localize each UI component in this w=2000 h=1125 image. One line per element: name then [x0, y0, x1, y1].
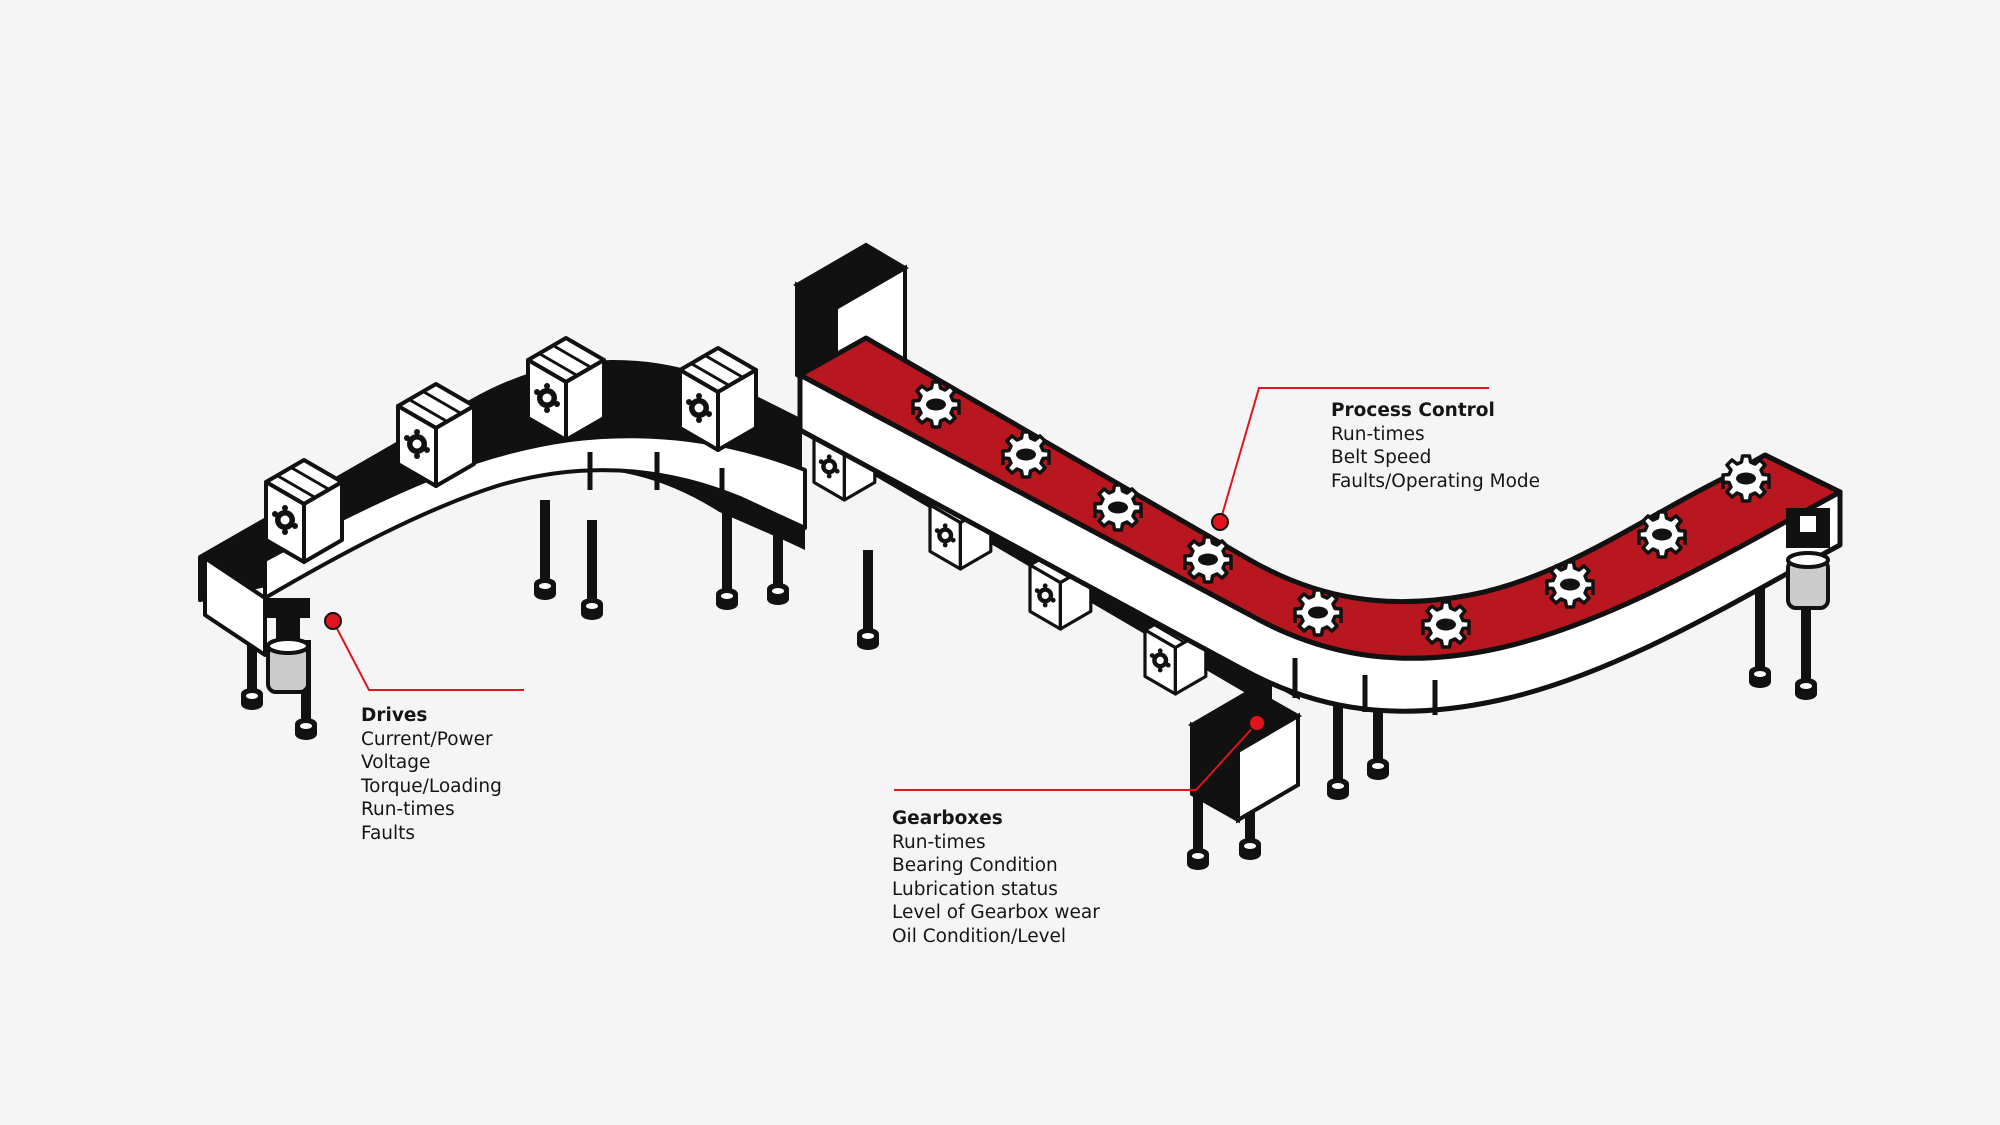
gearbox-block — [1187, 687, 1303, 824]
gear-box-icon — [678, 346, 758, 452]
gear-icon — [1637, 510, 1687, 559]
gear-icon — [911, 380, 961, 429]
marker-dot-icon — [1248, 714, 1266, 732]
marker-dot-icon — [1211, 513, 1229, 531]
callout-item: Faults — [361, 822, 416, 844]
drives-leader — [324, 612, 524, 691]
leg — [716, 510, 738, 610]
marker-dot-icon — [324, 612, 342, 630]
motor-icon — [266, 598, 310, 694]
gear-icon — [1545, 560, 1595, 609]
leg — [1327, 700, 1349, 800]
process-control-leader — [1211, 387, 1489, 531]
gear-box-icon — [526, 336, 606, 442]
callout-item: Run-times — [892, 831, 986, 853]
callout-item: Run-times — [1331, 423, 1425, 445]
process-control-callout: Process Control Run-times Belt Speed Fau… — [1331, 399, 1540, 493]
callout-title: Drives — [361, 705, 428, 726]
callout-title: Gearboxes — [892, 808, 1003, 829]
gear-box-icon — [264, 458, 344, 564]
leg — [1749, 588, 1771, 688]
gear-icon — [1183, 535, 1233, 584]
callout-item: Run-times — [361, 799, 455, 821]
gear-icon — [1421, 600, 1471, 649]
motor-icon — [1786, 508, 1830, 610]
lower-conveyor — [198, 360, 807, 657]
callout-item: Bearing Condition — [892, 855, 1058, 877]
gearboxes-leader — [894, 714, 1266, 791]
callout-item: Torque/Loading — [361, 775, 502, 797]
leg — [581, 520, 603, 620]
callout-item: Lubrication status — [892, 878, 1058, 900]
callout-item: Level of Gearbox wear — [892, 902, 1100, 924]
callout-item: Belt Speed — [1331, 447, 1432, 469]
callout-item: Voltage — [361, 752, 431, 774]
callout-item: Faults/Operating Mode — [1331, 470, 1541, 492]
callout-item: Current/Power — [361, 728, 493, 750]
callout-item: Oil Condition/Level — [892, 925, 1067, 947]
gearboxes-callout: Gearboxes Run-times Bearing Condition Lu… — [892, 807, 1100, 949]
gear-icon — [1001, 430, 1051, 479]
leg — [1795, 600, 1817, 700]
leg — [534, 500, 556, 600]
gear-icon — [1093, 483, 1143, 532]
gear-icon — [1721, 454, 1771, 503]
gear-icon — [1293, 588, 1343, 637]
leg — [857, 550, 879, 650]
callout-title: Process Control — [1331, 400, 1495, 421]
drives-callout: Drives Current/Power Voltage Torque/Load… — [361, 704, 502, 846]
gear-box-icon — [396, 382, 476, 488]
